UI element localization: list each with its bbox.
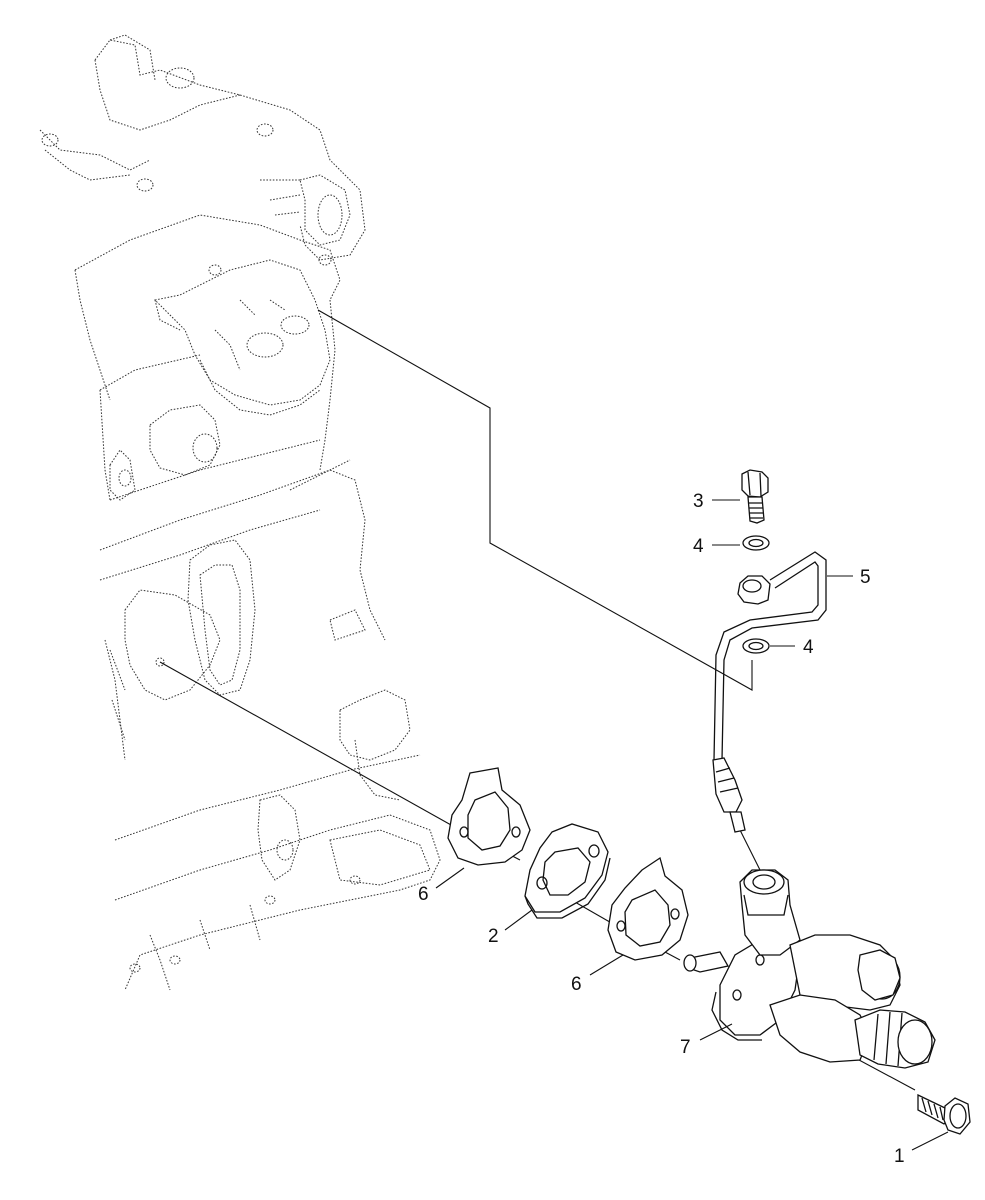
- callout-leaders: [435, 499, 949, 1151]
- callout-3: 3: [693, 491, 704, 512]
- fuel-feed-pump[interactable]: [683, 869, 936, 1069]
- callout-6-left: 6: [418, 884, 429, 905]
- gasket-left[interactable]: [447, 767, 531, 866]
- gasket-right[interactable]: [607, 856, 689, 961]
- sealing-washer-lower[interactable]: [742, 638, 770, 654]
- callout-4-upper: 4: [693, 536, 704, 557]
- banjo-bolt[interactable]: [741, 469, 769, 524]
- callout-2: 2: [488, 926, 499, 947]
- sealing-washer-upper[interactable]: [742, 535, 770, 551]
- callout-7: 7: [680, 1037, 691, 1058]
- callout-5: 5: [860, 567, 871, 588]
- callout-6-right: 6: [571, 974, 582, 995]
- callout-1: 1: [894, 1146, 905, 1167]
- spacer-plate[interactable]: [524, 823, 611, 919]
- engine-block-outline: [39, 34, 441, 991]
- flange-bolt[interactable]: [917, 1093, 971, 1135]
- callout-numbers: 3 4 5 4 6 2 6 7 1: [418, 491, 905, 1167]
- callout-4-lower: 4: [803, 637, 814, 658]
- fuel-feed-pipe[interactable]: [712, 551, 827, 833]
